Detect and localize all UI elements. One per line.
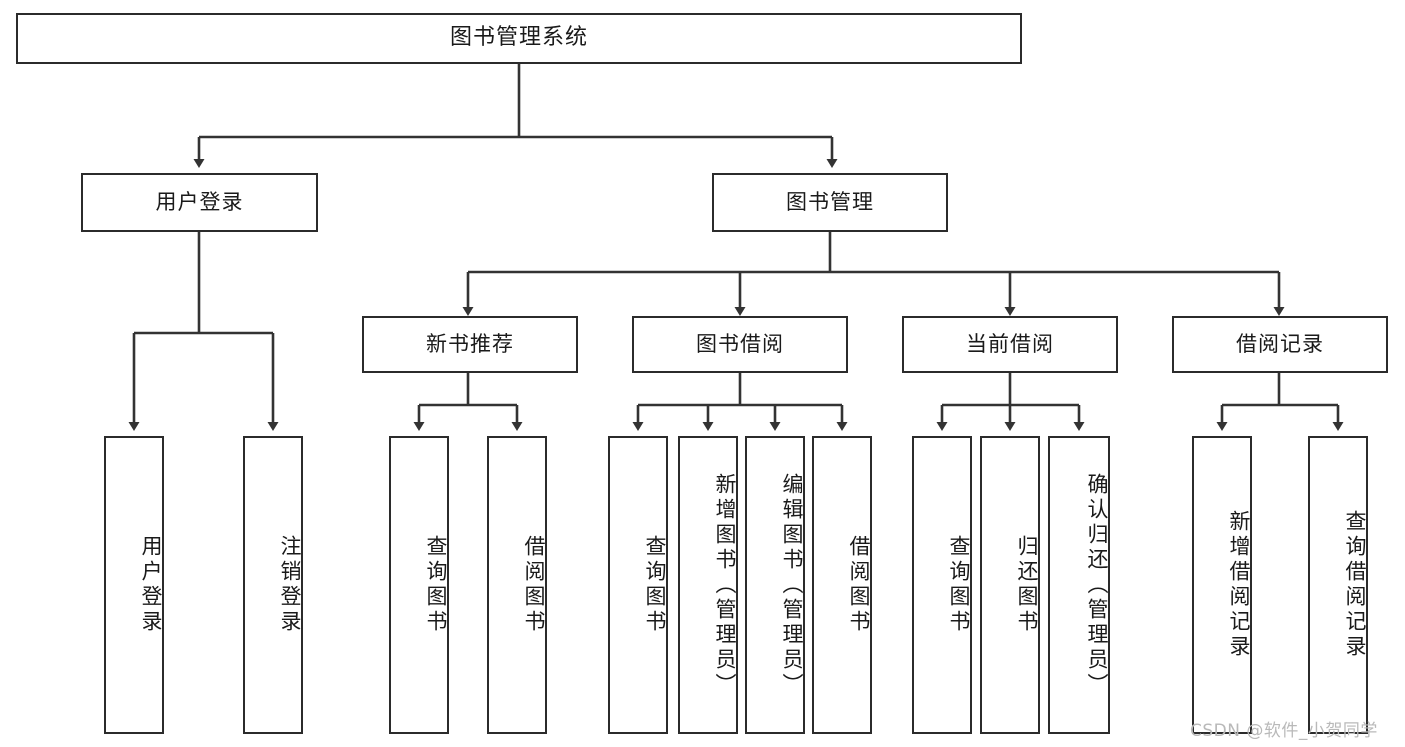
node-label: 新增借阅记录 — [1227, 510, 1251, 660]
node-root-book-management-system[interactable]: 图书管理系统 — [16, 13, 1022, 64]
node-leaf-query-book-current[interactable]: 查询图书 — [912, 436, 972, 734]
node-label: 新增图书（管理员） — [713, 472, 737, 698]
node-new-book-recommend[interactable]: 新书推荐 — [362, 316, 578, 373]
node-leaf-query-book-borrow[interactable]: 查询图书 — [608, 436, 668, 734]
node-label: 借阅记录 — [1236, 331, 1324, 356]
node-leaf-query-book-recommend[interactable]: 查询图书 — [389, 436, 449, 734]
node-label: 当前借阅 — [966, 331, 1054, 356]
node-label: 借阅图书 — [847, 535, 871, 635]
node-borrow-record[interactable]: 借阅记录 — [1172, 316, 1388, 373]
node-label: 图书管理 — [786, 189, 874, 214]
node-label: 确认归还（管理员） — [1085, 472, 1109, 698]
node-leaf-edit-book-admin[interactable]: 编辑图书（管理员） — [745, 436, 805, 734]
node-label: 查询图书 — [643, 535, 667, 635]
node-leaf-query-borrow-record[interactable]: 查询借阅记录 — [1308, 436, 1368, 734]
node-label: 用户登录 — [155, 189, 244, 214]
node-book-borrow[interactable]: 图书借阅 — [632, 316, 848, 373]
node-leaf-borrow-book[interactable]: 借阅图书 — [812, 436, 872, 734]
node-leaf-borrow-book-recommend[interactable]: 借阅图书 — [487, 436, 547, 734]
node-leaf-confirm-return-admin[interactable]: 确认归还（管理员） — [1048, 436, 1110, 734]
node-leaf-logout[interactable]: 注销登录 — [243, 436, 303, 734]
node-label: 图书借阅 — [696, 331, 784, 356]
node-label: 编辑图书（管理员） — [780, 472, 804, 698]
node-label: 图书管理系统 — [449, 25, 588, 51]
node-label: 新书推荐 — [426, 331, 514, 356]
node-label: 用户登录 — [139, 535, 163, 635]
node-label: 注销登录 — [278, 535, 302, 635]
node-label: 查询借阅记录 — [1343, 510, 1367, 660]
node-leaf-add-borrow-record[interactable]: 新增借阅记录 — [1192, 436, 1252, 734]
node-user-login[interactable]: 用户登录 — [81, 173, 318, 232]
node-label: 查询图书 — [947, 535, 971, 635]
node-leaf-add-book-admin[interactable]: 新增图书（管理员） — [678, 436, 738, 734]
node-leaf-return-book[interactable]: 归还图书 — [980, 436, 1040, 734]
node-label: 归还图书 — [1015, 535, 1039, 635]
node-label: 查询图书 — [424, 535, 448, 635]
node-leaf-user-login[interactable]: 用户登录 — [104, 436, 164, 734]
node-current-borrow[interactable]: 当前借阅 — [902, 316, 1118, 373]
node-book-management[interactable]: 图书管理 — [712, 173, 948, 232]
node-label: 借阅图书 — [522, 535, 546, 635]
